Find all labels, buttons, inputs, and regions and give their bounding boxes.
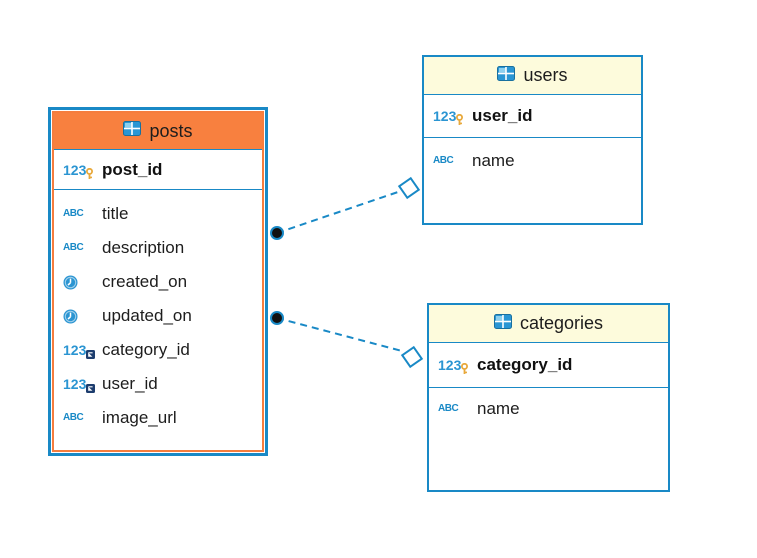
column-name: name (477, 399, 520, 418)
column-name: user_id (102, 374, 158, 393)
key-icon (460, 362, 469, 380)
entity-posts[interactable]: posts 123 post_id ABC title (48, 107, 268, 456)
column-user-id[interactable]: 123 user_id (54, 367, 262, 401)
column-name: post_id (102, 159, 163, 179)
column-title[interactable]: ABC title (54, 197, 262, 231)
filled-dot-marker (270, 311, 284, 325)
relation-posts-users[interactable] (270, 176, 421, 240)
numeric-primary-key-icon: 123 (438, 355, 468, 375)
numeric-primary-key-icon: 123 (63, 160, 93, 180)
table-icon (497, 65, 516, 86)
relation-posts-categories[interactable] (270, 311, 424, 369)
key-icon (85, 167, 94, 185)
numeric-foreign-key-icon: 123 (63, 340, 95, 360)
text-type-icon: ABC (63, 242, 84, 253)
column-name: updated_on (102, 306, 192, 325)
foreign-key-badge-icon (86, 346, 95, 364)
column-user-id-pk[interactable]: 123 user_id (424, 95, 641, 138)
filled-dot-marker (270, 226, 284, 240)
column-name-row[interactable]: ABC name (424, 144, 641, 178)
foreign-key-badge-icon (86, 380, 95, 398)
column-created-on[interactable]: created_on (54, 265, 262, 299)
column-name: name (472, 151, 515, 170)
numeric-primary-key-icon: 123 (433, 106, 463, 126)
key-icon (455, 113, 464, 131)
datetime-type-icon (63, 272, 93, 292)
entity-posts-title: posts (149, 120, 193, 141)
entity-categories-title: categories (519, 313, 604, 333)
column-name: image_url (102, 408, 177, 427)
numeric-foreign-key-icon: 123 (63, 374, 95, 394)
text-type-icon: ABC (438, 403, 459, 414)
column-post-id[interactable]: 123 post_id (54, 150, 262, 190)
entity-categories[interactable]: categories 123 category_id ABC name (427, 303, 670, 492)
entity-posts-header[interactable]: posts (54, 113, 262, 150)
open-diamond-marker (397, 176, 421, 200)
column-name: category_id (477, 355, 573, 374)
column-name-row[interactable]: ABC name (429, 392, 668, 426)
column-category-id[interactable]: 123 category_id (54, 333, 262, 367)
entity-users[interactable]: users 123 user_id ABC name (422, 55, 643, 225)
datetime-type-icon (63, 306, 93, 326)
column-name: created_on (102, 272, 188, 291)
column-name: category_id (102, 340, 190, 359)
column-category-id-pk[interactable]: 123 category_id (429, 343, 668, 388)
entity-users-title: users (523, 65, 568, 85)
entity-users-header[interactable]: users (424, 57, 641, 95)
column-image-url[interactable]: ABC image_url (54, 401, 262, 435)
column-name: user_id (472, 106, 533, 125)
column-name: description (102, 238, 185, 257)
column-description[interactable]: ABC description (54, 231, 262, 265)
table-icon (493, 313, 512, 334)
text-type-icon: ABC (63, 208, 84, 219)
entity-categories-header[interactable]: categories (429, 305, 668, 343)
table-icon (123, 121, 142, 141)
open-diamond-marker (400, 345, 424, 369)
text-type-icon: ABC (63, 412, 84, 423)
column-updated-on[interactable]: updated_on (54, 299, 262, 333)
text-type-icon: ABC (433, 155, 454, 166)
column-name: title (102, 204, 129, 223)
